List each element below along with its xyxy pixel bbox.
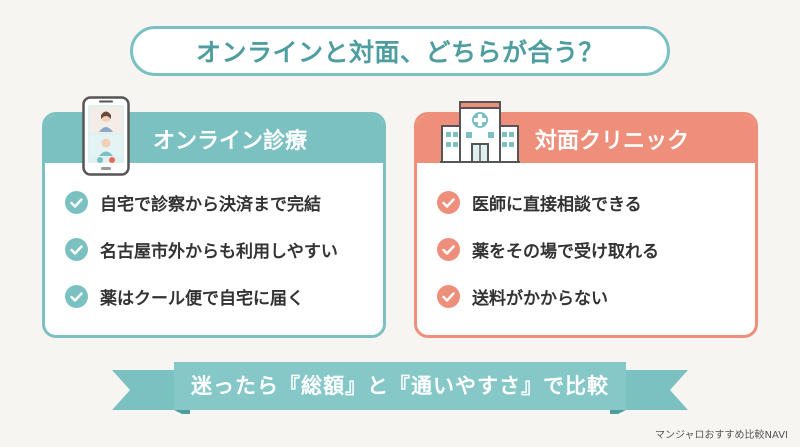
- clinic-card-heading: 対面クリニック: [535, 129, 690, 154]
- clinic-feature-list: 医師に直接相談できる 薬をその場で受け取れる 送料がかからない: [437, 191, 743, 332]
- check-circle-icon: [65, 191, 88, 214]
- list-item: 送料がかからない: [437, 285, 743, 309]
- check-circle-icon: [437, 285, 460, 308]
- summary-banner-text: 迷ったら『総額』と『通いやすさ』で比較: [191, 374, 609, 398]
- clinic-feature-text: 送料がかからない: [472, 289, 608, 309]
- clinic-feature-text: 薬をその場で受け取れる: [472, 242, 659, 262]
- page-title-pill: オンラインと対面、どちらが合う？: [130, 26, 670, 76]
- site-credit: マンジャロおすすめ比較NAVI: [655, 430, 788, 441]
- list-item: 医師に直接相談できる: [437, 191, 743, 215]
- online-card-heading: オンライン診療: [153, 129, 308, 154]
- summary-ribbon: [112, 356, 688, 418]
- online-feature-text: 薬はクール便で自宅に届く: [100, 289, 304, 309]
- check-circle-icon: [437, 191, 460, 214]
- check-circle-icon: [65, 285, 88, 308]
- smartphone-video-call-icon: [82, 96, 130, 176]
- list-item: 名古屋市外からも利用しやすい: [65, 238, 371, 262]
- clinic-feature-text: 医師に直接相談できる: [472, 195, 642, 215]
- online-feature-text: 名古屋市外からも利用しやすい: [100, 242, 338, 262]
- page-title: オンラインと対面、どちらが合う？: [195, 38, 604, 67]
- hospital-building-icon: [440, 98, 520, 164]
- check-circle-icon: [65, 238, 88, 261]
- list-item: 薬をその場で受け取れる: [437, 238, 743, 262]
- online-feature-text: 自宅で診察から決済まで完結: [100, 195, 321, 215]
- list-item: 自宅で診察から決済まで完結: [65, 191, 371, 215]
- list-item: 薬はクール便で自宅に届く: [65, 285, 371, 309]
- check-circle-icon: [437, 238, 460, 261]
- online-feature-list: 自宅で診察から決済まで完結 名古屋市外からも利用しやすい 薬はクール便で自宅に届…: [65, 191, 371, 332]
